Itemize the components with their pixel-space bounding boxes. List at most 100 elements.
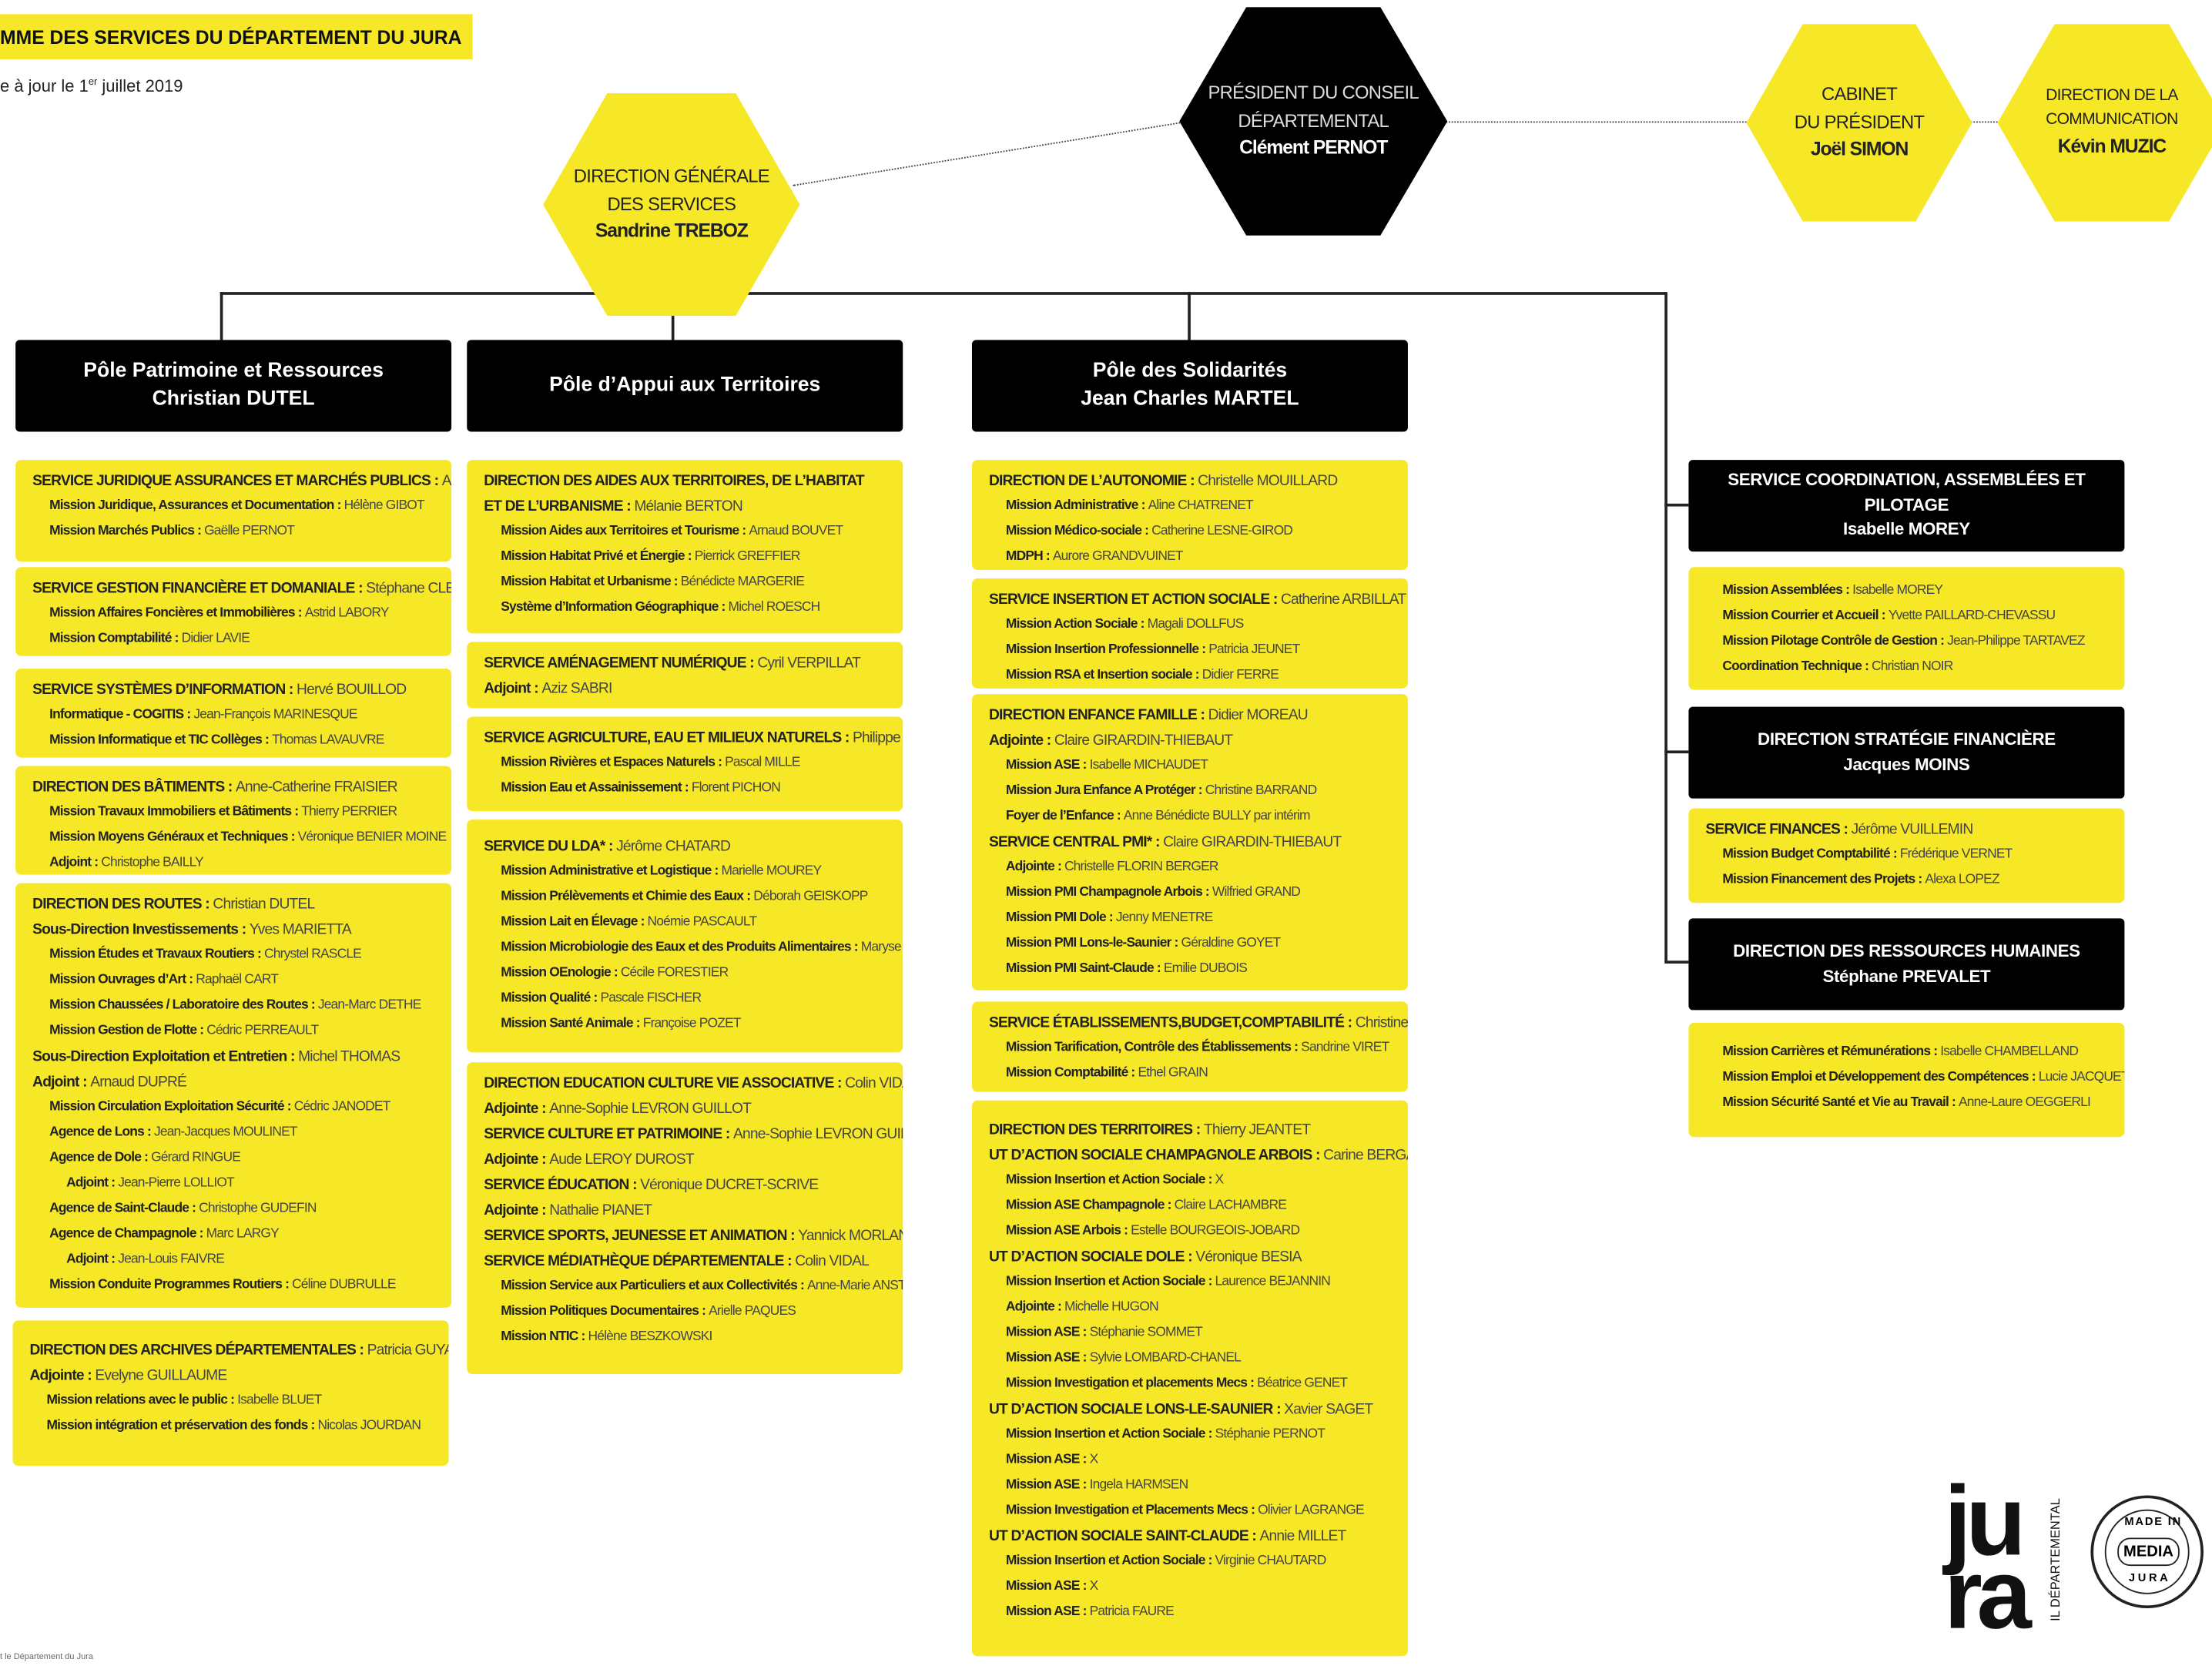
org-entry-person: Véronique BESIA: [1195, 1248, 1302, 1265]
org-entry-label: Mission Santé Animale :: [501, 1015, 643, 1031]
box-spacer: [29, 1329, 448, 1337]
org-entry-label: Mission Insertion et Action Sociale :: [1005, 1172, 1215, 1188]
box-aides-territoires: DIRECTION DES AIDES AUX TERRITOIRES, DE …: [467, 460, 903, 634]
org-entry: Adjoint : Arnaud DUPRÉ: [32, 1069, 451, 1094]
coord-name: Isabelle MOREY: [1842, 519, 1970, 540]
org-entry-label: Mission Travaux Immobiliers et Bâtiments…: [49, 804, 302, 820]
org-entry: Sous-Direction Investissements : Yves MA…: [32, 917, 451, 943]
org-entry-person: Xavier SAGET: [1284, 1400, 1373, 1418]
org-entry-label: Mission OEnologie :: [501, 964, 621, 980]
org-entry: DIRECTION EDUCATION CULTURE VIE ASSOCIAT…: [484, 1071, 903, 1096]
org-entry-label: Mission Sécurité Santé et Vie au Travail…: [1722, 1094, 1959, 1111]
org-entry-label: Mission NTIC :: [501, 1329, 588, 1345]
org-entry: Mission Comptabilité : Ethel GRAIN: [989, 1061, 1408, 1086]
org-entry-person: Astrid LABORY: [304, 605, 390, 621]
org-entry-label: Mission relations avec le public :: [46, 1392, 238, 1408]
org-entry-label: Mission Prélèvements et Chimie des Eaux …: [501, 888, 754, 905]
org-entry-label: Mission Investigation et placements Mecs…: [1005, 1375, 1258, 1391]
org-entry-person: Stéphanie PERNOT: [1215, 1426, 1326, 1442]
org-entry: UT D’ACTION SOCIALE LONS-LE-SAUNIER : Xa…: [989, 1396, 1408, 1422]
hex-direction-generale: DIRECTION GÉNÉRALE DES SERVICES Sandrine…: [543, 92, 800, 317]
org-entry-person: Véronique DUCRET-SCRIVE: [640, 1176, 819, 1194]
org-entry: Adjointe : Anne-Sophie LEVRON GUILLOT: [484, 1096, 903, 1121]
org-entry: SERVICE DU LDA* : Jérôme CHATARD: [484, 833, 903, 859]
update-date: e à jour le 1er juillet 2019: [0, 76, 183, 96]
org-entry-person: Ingela HARMSEN: [1089, 1477, 1189, 1493]
org-entry-person: Jenny MENETRE: [1115, 910, 1213, 926]
org-entry-label: Mission Qualité :: [501, 990, 601, 1006]
org-entry-person: Hervé BOUILLOD: [297, 681, 407, 699]
communication-line2: COMMUNICATION: [2046, 111, 2178, 129]
org-entry-person: Virginie CHAUTARD: [1215, 1553, 1327, 1569]
org-entry-person: Nathalie PIANET: [549, 1202, 652, 1219]
pole-territoires-header: Pôle d’Appui aux Territoires: [467, 340, 903, 432]
org-entry-person: Jean-Jacques MOULINET: [153, 1124, 298, 1140]
org-entry-person: Anne-Sophie LEVRON GUILLOT: [732, 1125, 903, 1143]
box-enfance-famille: DIRECTION ENFANCE FAMILLE : Didier MOREA…: [971, 694, 1408, 991]
box-gestion-financiere: SERVICE GESTION FINANCIÈRE ET DOMANIALE …: [15, 567, 452, 656]
org-entry: Mission Financement des Projets : Alexa …: [1705, 867, 2124, 893]
org-entry: Mission Santé Animale : Françoise POZET: [484, 1011, 903, 1037]
org-entry-person: Anne BADOZ: [441, 472, 451, 490]
org-entry: Mission Chaussées / Laboratoire des Rout…: [32, 993, 451, 1018]
org-entry-person: Claire GIRARDIN-THIEBAUT: [1163, 833, 1342, 851]
org-entry-person: Patricia GUYARD: [367, 1341, 449, 1359]
connector-pole-territoires: [671, 292, 674, 340]
org-entry-label: Mission Insertion et Action Sociale :: [1005, 1273, 1215, 1290]
org-entry-person: Jérôme CHATARD: [616, 837, 731, 855]
org-entry-label: SERVICE MÉDIATHÈQUE DÉPARTEMENTALE :: [484, 1252, 796, 1270]
org-entry: Adjoint : Aziz SABRI: [484, 675, 903, 701]
cabinet-line1: CABINET: [1821, 83, 1898, 106]
box-education-culture: DIRECTION EDUCATION CULTURE VIE ASSOCIAT…: [467, 1062, 903, 1374]
org-entry: Mission ASE : X: [989, 1574, 1408, 1600]
org-entry-label: Adjoint :: [484, 679, 542, 697]
org-entry: Adjointe : Christelle FLORIN BERGER: [989, 855, 1408, 880]
org-entry: Mission ASE Arbois : Estelle BOURGEOIS-J…: [989, 1219, 1408, 1245]
box-insertion-action-sociale: SERVICE INSERTION ET ACTION SOCIALE : Ca…: [971, 578, 1408, 689]
org-entry: DIRECTION DE L’AUTONOMIE : Christelle MO…: [989, 468, 1408, 494]
org-entry: Mission Insertion et Action Sociale : Vi…: [989, 1549, 1408, 1574]
org-entry-label: UT D’ACTION SOCIALE SAINT-CLAUDE :: [988, 1527, 1260, 1545]
org-entry-person: Isabelle CHAMBELLAND: [1940, 1044, 2079, 1060]
org-entry-person: Pascal MILLE: [725, 754, 800, 771]
org-entry-person: Pierrick GREFFIER: [694, 548, 801, 565]
org-entry-person: Christian NOIR: [1872, 659, 1953, 675]
org-entry-label: Agence de Dole :: [49, 1149, 152, 1165]
connector-main-horizontal: [220, 292, 1667, 294]
org-entry: Mission Prélèvements et Chimie des Eaux …: [484, 884, 903, 910]
org-entry: Adjointe : Nathalie PIANET: [484, 1198, 903, 1223]
org-entry-label: Mission Courrier et Accueil :: [1722, 608, 1889, 624]
org-entry-person: Isabelle MOREY: [1852, 582, 1943, 598]
org-entry-label: Adjointe :: [1005, 859, 1064, 875]
org-entry: Mission Tarification, Contrôle des Établ…: [989, 1035, 1408, 1061]
org-entry-label: Mission Budget Comptabilité :: [1722, 846, 1900, 863]
org-entry-person: Arnaud DUPRÉ: [90, 1073, 187, 1091]
president-line1: PRÉSIDENT DU CONSEIL: [1208, 82, 1419, 104]
communication-line1: DIRECTION DE LA: [2046, 86, 2178, 104]
org-entry-label: DIRECTION DES AIDES AUX TERRITOIRES, DE …: [484, 472, 864, 490]
org-entry-label: Mission Médico-sociale :: [1005, 523, 1152, 539]
dgs-name: Sandrine TREBOZ: [595, 220, 749, 242]
seal-media-text: MEDIA: [2117, 1537, 2180, 1567]
org-entry: Mission Assemblées : Isabelle MOREY: [1705, 578, 2124, 604]
box-spacer: [989, 1109, 1408, 1118]
org-entry: Adjointe : Evelyne GUILLAUME: [29, 1363, 448, 1388]
org-entry-label: DIRECTION DES ARCHIVES DÉPARTEMENTALES :: [29, 1341, 367, 1359]
direction-rh-header: DIRECTION DES RESSOURCES HUMAINES Stépha…: [1688, 918, 2125, 1011]
org-entry: Adjointe : Michelle HUGON: [989, 1295, 1408, 1320]
org-entry-person: Alexa LOPEZ: [1925, 871, 1999, 888]
org-entry: Mission intégration et préservation des …: [29, 1413, 448, 1439]
org-entry-label: SERVICE ÉTABLISSEMENTS,BUDGET,COMPTABILI…: [988, 1014, 1356, 1031]
org-entry-person: Wilfried GRAND: [1212, 884, 1301, 900]
org-entry-person: X: [1089, 1451, 1099, 1467]
org-entry-person: Christine BARRAND: [1205, 783, 1317, 799]
communication-name: Kévin MUZIC: [2057, 136, 2167, 157]
org-entry: Mission Insertion et Action Sociale : La…: [989, 1269, 1408, 1295]
strategie-title: DIRECTION STRATÉGIE FINANCIÈRE: [1758, 729, 2056, 749]
org-entry: Mission NTIC : Hélène BESZKOWSKI: [484, 1325, 903, 1350]
org-entry-person: Patricia FAURE: [1089, 1604, 1175, 1620]
org-entry-label: Mission Informatique et TIC Collèges :: [49, 732, 272, 748]
org-entry-label: MDPH :: [1005, 548, 1053, 565]
org-entry-person: Claire LACHAMBRE: [1174, 1198, 1287, 1214]
